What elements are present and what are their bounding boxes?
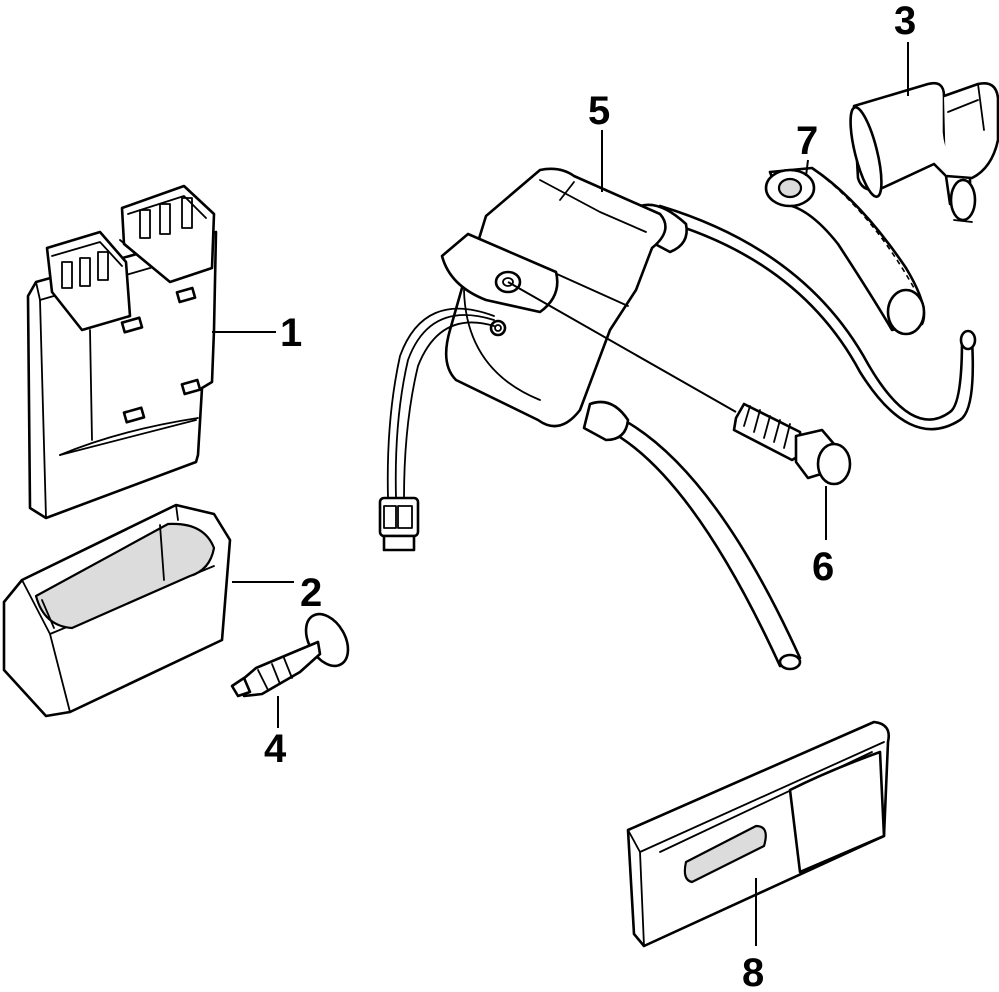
callout-7: 7 [796, 119, 818, 163]
cdi-cover-boot-icon[interactable] [2, 503, 232, 718]
tube-icon[interactable] [764, 166, 926, 336]
bolt-icon[interactable] [732, 402, 852, 486]
callout-3: 3 [894, 0, 916, 43]
spark-plug-cap-icon[interactable] [844, 81, 999, 223]
callout-6: 6 [812, 545, 834, 589]
bracket-icon[interactable] [626, 720, 890, 948]
callout-2: 2 [300, 571, 322, 615]
callout-1: 1 [280, 311, 302, 355]
callout-5: 5 [588, 89, 610, 133]
callout-8: 8 [742, 951, 764, 992]
ignition-coil-icon[interactable] [378, 167, 977, 671]
callout-4: 4 [264, 727, 287, 771]
leader-lines [212, 42, 909, 946]
cdi-unit-icon[interactable] [26, 184, 218, 520]
clip-pin-icon[interactable] [230, 607, 357, 698]
